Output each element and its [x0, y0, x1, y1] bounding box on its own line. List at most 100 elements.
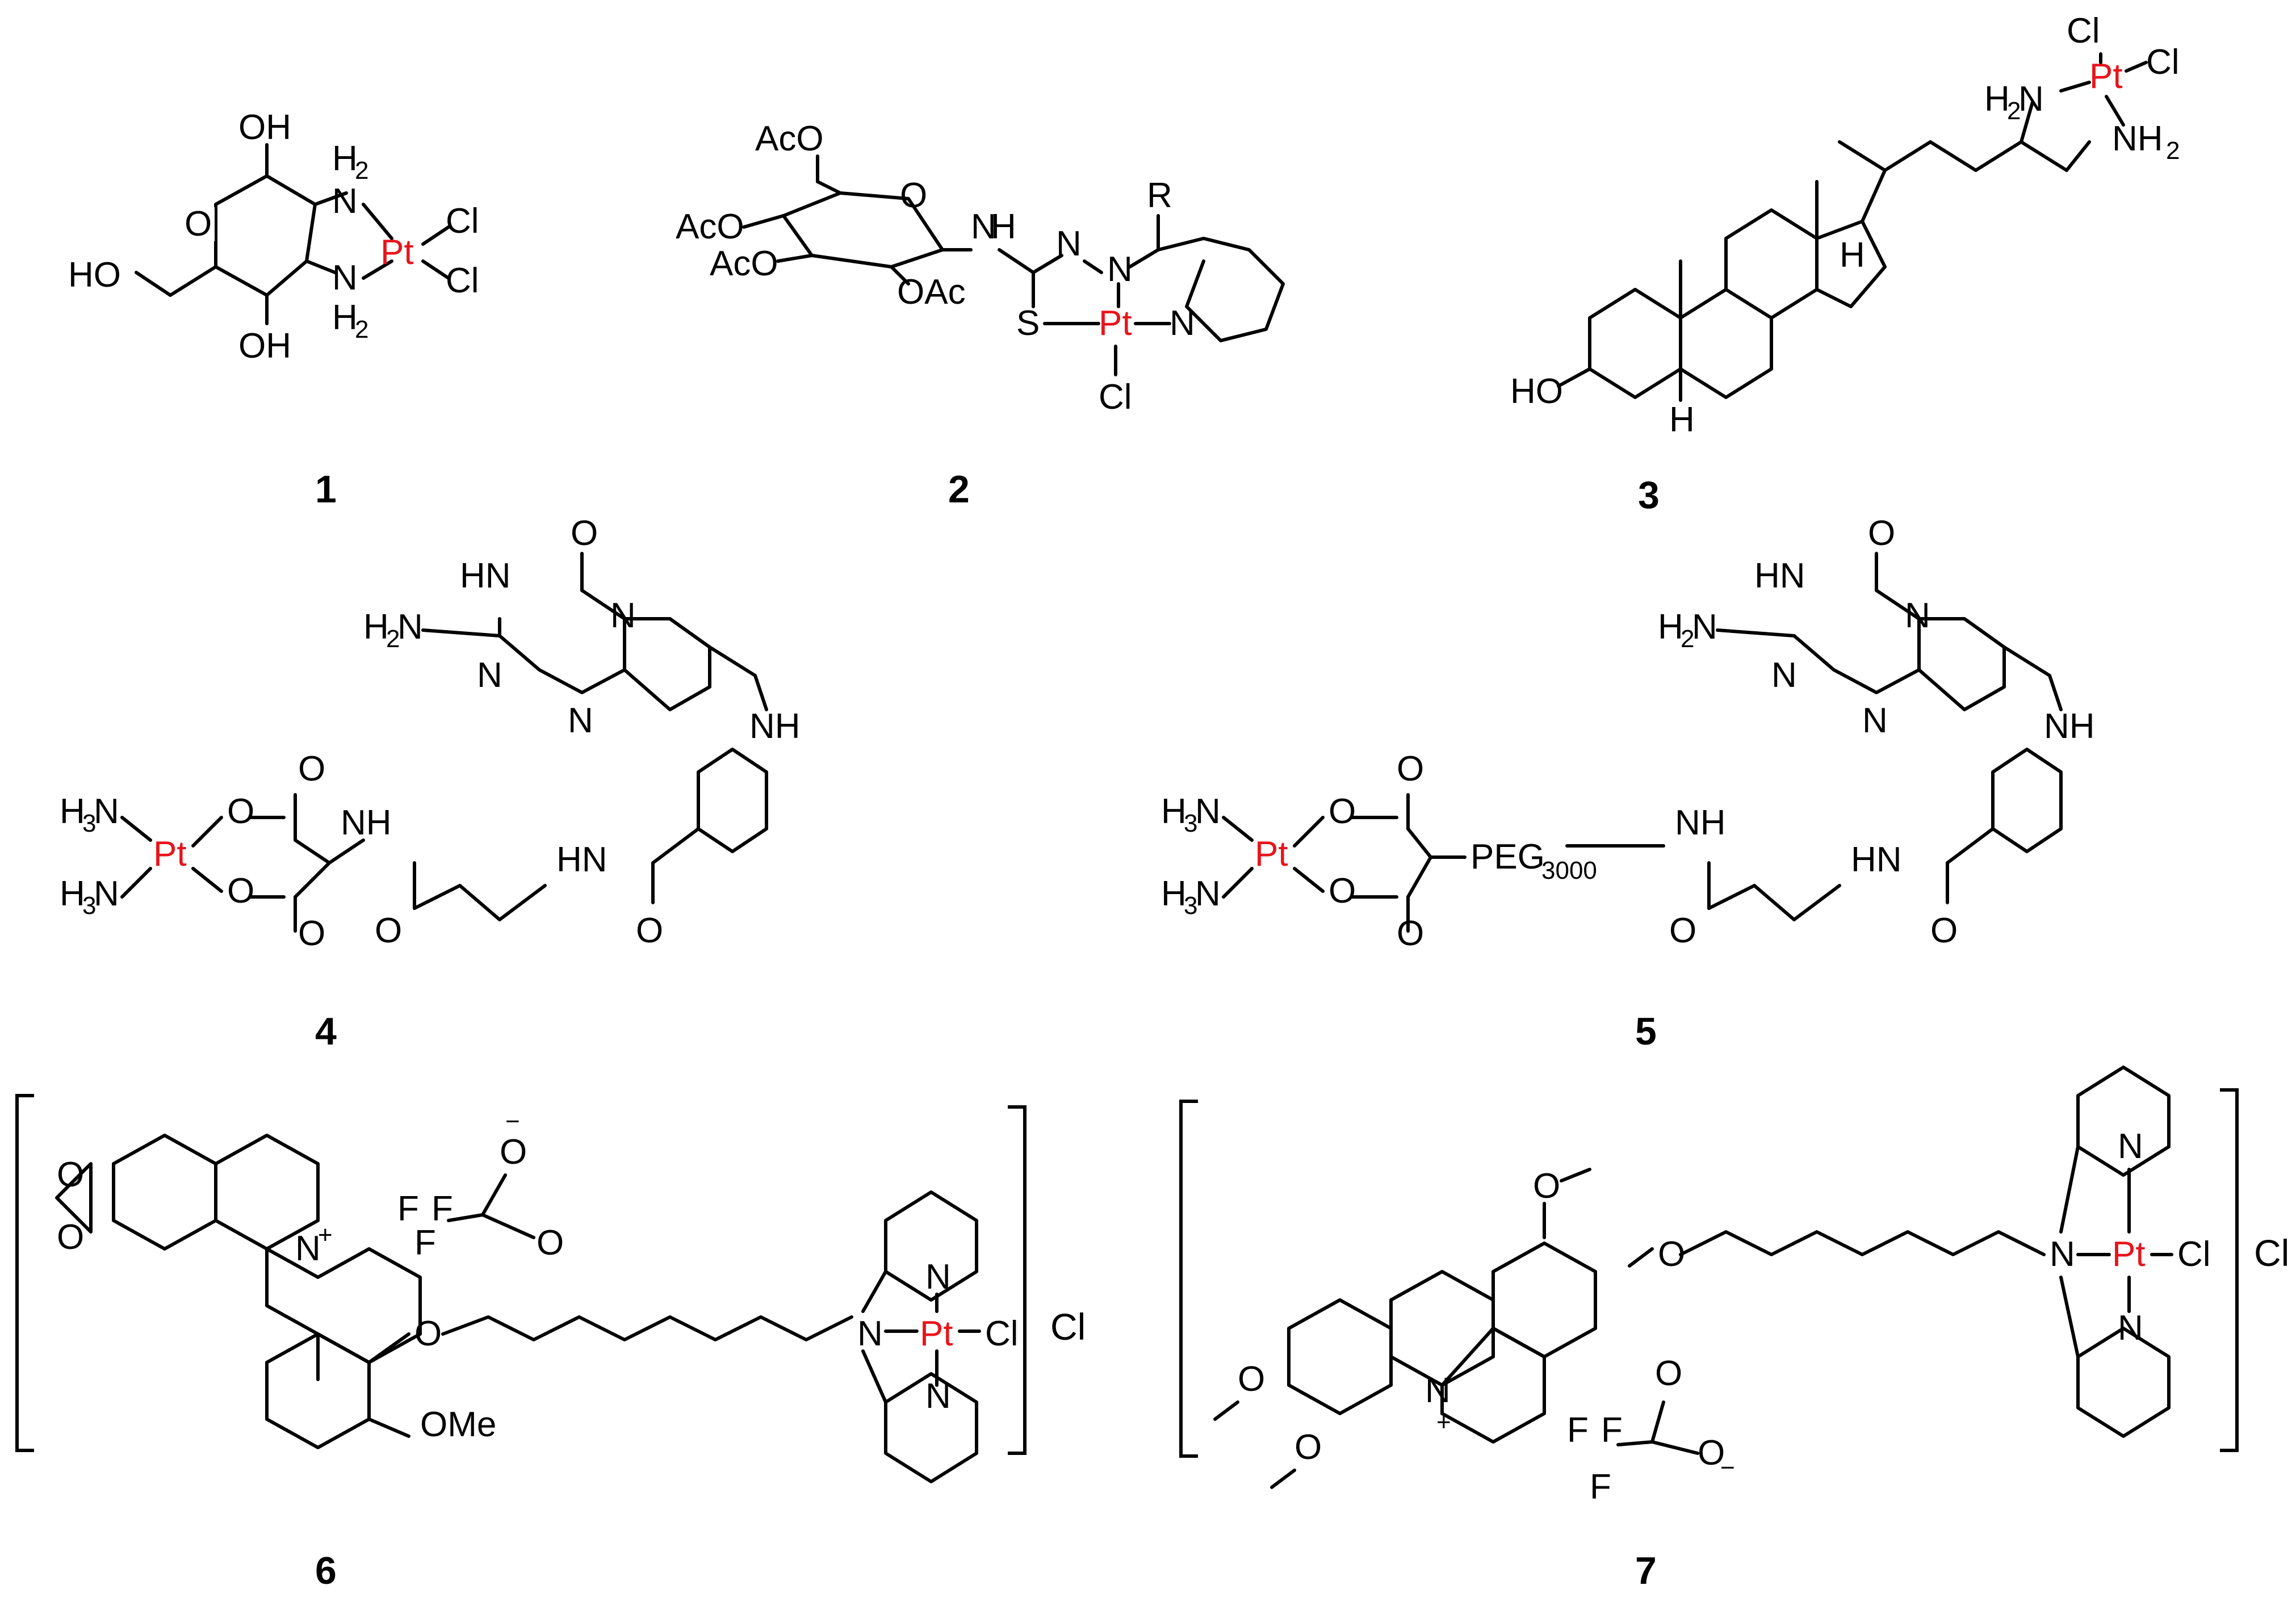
- svg-text:N: N: [1195, 874, 1221, 913]
- svg-text:H: H: [1669, 400, 1695, 439]
- svg-text:H: H: [332, 298, 358, 337]
- svg-text:N: N: [94, 874, 119, 913]
- svg-text:Cl: Cl: [2254, 1232, 2289, 1274]
- svg-text:N: N: [1107, 250, 1133, 289]
- svg-text:Cl: Cl: [985, 1314, 1019, 1353]
- svg-text:PEG: PEG: [1470, 837, 1545, 876]
- svg-text:O: O: [1698, 1433, 1725, 1473]
- svg-text:2: 2: [2166, 137, 2180, 165]
- svg-text:NH: NH: [341, 803, 392, 842]
- svg-text:N: N: [1771, 656, 1797, 695]
- svg-text:OMe: OMe: [420, 1405, 496, 1444]
- svg-text:N: N: [2050, 1235, 2075, 1274]
- svg-text:N: N: [568, 701, 593, 740]
- compound-7-structure: Cl O O N+ O O N Pt Cl N N F F: [1179, 1066, 2289, 1507]
- compound-4-number: 4: [315, 1010, 337, 1053]
- svg-text:N: N: [1425, 1371, 1451, 1410]
- svg-text:N: N: [94, 792, 119, 831]
- svg-text:Pt: Pt: [920, 1314, 953, 1353]
- svg-text:H: H: [1161, 792, 1187, 831]
- svg-text:Cl: Cl: [2146, 43, 2180, 82]
- svg-text:N: N: [610, 596, 636, 635]
- svg-text:F: F: [1567, 1411, 1589, 1450]
- svg-text:H: H: [1161, 874, 1187, 913]
- svg-text:N: N: [477, 656, 502, 695]
- svg-text:N: N: [1195, 792, 1221, 831]
- svg-text:2: 2: [1681, 625, 1694, 653]
- svg-text:O: O: [636, 911, 663, 950]
- svg-text:O: O: [1397, 749, 1424, 788]
- svg-text:2: 2: [386, 625, 400, 653]
- compound-2-number: 2: [948, 468, 970, 511]
- svg-text:O: O: [900, 176, 927, 215]
- svg-text:2: 2: [355, 316, 368, 343]
- svg-text:+: +: [1436, 1408, 1451, 1436]
- svg-text:HN: HN: [556, 840, 607, 879]
- svg-text:3: 3: [82, 810, 96, 837]
- svg-text:O: O: [298, 749, 325, 788]
- svg-text:+: +: [318, 1221, 333, 1249]
- svg-text:OAc: OAc: [897, 272, 966, 312]
- svg-text:H: H: [1658, 607, 1683, 647]
- svg-text:NH: NH: [2112, 119, 2163, 158]
- svg-text:O: O: [1930, 911, 1958, 950]
- svg-text:HO: HO: [68, 255, 121, 295]
- svg-text:O: O: [1294, 1428, 1322, 1467]
- svg-text:O: O: [571, 514, 598, 553]
- svg-text:HN: HN: [460, 556, 511, 595]
- svg-text:F: F: [431, 1189, 453, 1228]
- svg-text:2: 2: [355, 157, 368, 184]
- compound-2-structure: O AcO AcO AcO OAc NH N S N Pt Cl R N: [676, 119, 1285, 417]
- svg-text:OH: OH: [238, 108, 291, 147]
- svg-text:Pt: Pt: [380, 233, 414, 272]
- svg-text:HN: HN: [1754, 556, 1805, 595]
- compound-6-structure: Cl O O N+ O OMe N Pt Cl N N F F F: [15, 1094, 1086, 1483]
- svg-text:Pt: Pt: [1255, 834, 1288, 874]
- svg-text:N: N: [332, 182, 358, 221]
- svg-text:O: O: [57, 1155, 84, 1194]
- svg-text:N: N: [1170, 304, 1195, 343]
- svg-text:3: 3: [1184, 810, 1197, 837]
- svg-text:AcO: AcO: [676, 207, 744, 246]
- svg-text:F: F: [1590, 1467, 1611, 1507]
- svg-text:N: N: [1692, 607, 1717, 647]
- compound-5-structure: O HN H2N N N N NH O HN O NH PEG 3000 O O…: [1161, 514, 2095, 953]
- compound-5-number: 5: [1635, 1010, 1657, 1053]
- svg-text:Cl: Cl: [2177, 1235, 2211, 1274]
- svg-text:Cl: Cl: [446, 202, 479, 241]
- svg-text:O: O: [1329, 792, 1356, 831]
- svg-text:AcO: AcO: [710, 244, 778, 283]
- svg-text:−: −: [1720, 1454, 1735, 1482]
- svg-text:NH: NH: [2044, 707, 2095, 746]
- svg-text:2: 2: [2007, 97, 2021, 125]
- svg-text:NH: NH: [1675, 803, 1726, 842]
- svg-text:AcO: AcO: [755, 119, 824, 158]
- svg-text:O: O: [227, 871, 254, 911]
- svg-text:O: O: [414, 1314, 442, 1353]
- svg-text:Pt: Pt: [1099, 304, 1132, 343]
- svg-text:H: H: [60, 874, 85, 913]
- svg-text:H: H: [991, 207, 1016, 246]
- svg-text:Cl: Cl: [446, 261, 479, 300]
- svg-text:N: N: [925, 1257, 951, 1297]
- svg-text:Cl: Cl: [2067, 11, 2100, 51]
- svg-text:3: 3: [1184, 892, 1197, 920]
- svg-text:O: O: [375, 911, 402, 950]
- svg-text:N: N: [857, 1314, 883, 1353]
- svg-text:N: N: [2018, 79, 2044, 119]
- svg-text:H: H: [1840, 236, 1865, 275]
- svg-text:O: O: [227, 792, 254, 831]
- svg-text:O: O: [57, 1218, 84, 1257]
- svg-text:O: O: [1669, 911, 1696, 950]
- svg-text:Pt: Pt: [2089, 57, 2123, 96]
- compound-6-number: 6: [315, 1549, 337, 1592]
- svg-text:H: H: [363, 607, 389, 647]
- svg-text:S: S: [1016, 304, 1040, 343]
- svg-text:H: H: [332, 139, 358, 178]
- svg-text:N: N: [2118, 1127, 2143, 1166]
- svg-text:3000: 3000: [1541, 857, 1597, 884]
- svg-text:O: O: [1329, 871, 1356, 911]
- svg-text:R: R: [1147, 176, 1172, 215]
